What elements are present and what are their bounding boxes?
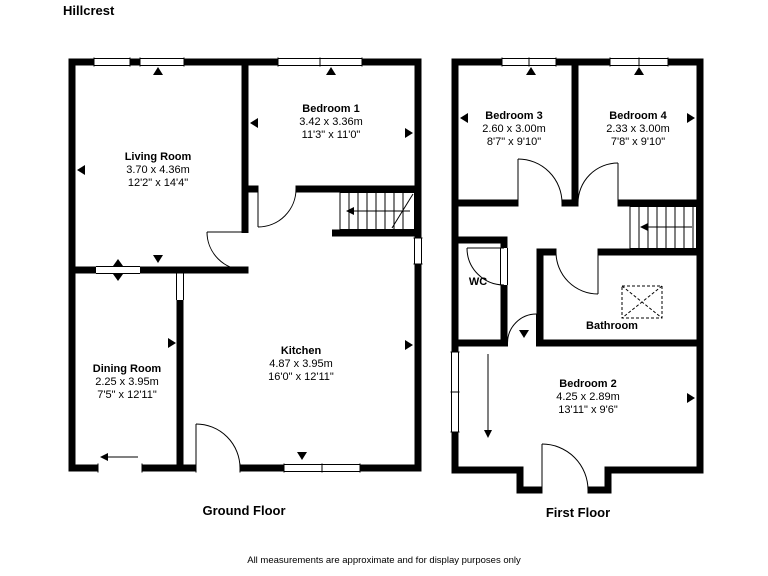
room-size-imperial: 7'8" x 9'10"	[610, 136, 666, 148]
room-size-metric: 3.70 x 4.36m	[126, 164, 190, 176]
measure-arrow-icon	[405, 340, 413, 350]
room-label-bedroom-3: Bedroom 3 2.60 x 3.00m 8'7" x 9'10"	[482, 110, 546, 149]
room-label-bedroom-2: Bedroom 2 4.25 x 2.89m 13'11" x 9'6"	[556, 378, 620, 417]
room-size-metric: 2.60 x 3.00m	[482, 123, 546, 135]
room-size-metric: 4.87 x 3.95m	[269, 358, 333, 370]
room-label-living-room: Living Room 3.70 x 4.36m 12'2" x 14'4"	[125, 151, 192, 190]
room-label-dining-room: Dining Room 2.25 x 3.95m 7'5" x 12'11"	[93, 363, 161, 402]
room-size-imperial: 16'0" x 12'11"	[268, 371, 334, 383]
room-name: Living Room	[124, 151, 192, 163]
room-label-bathroom: Bathroom	[586, 320, 638, 333]
room-size-metric: 2.33 x 3.00m	[606, 123, 670, 135]
stairs-direction-arrow-icon	[346, 207, 354, 215]
measure-arrow-icon	[326, 67, 336, 75]
room-size-imperial: 7'5" x 12'11"	[97, 389, 157, 401]
room-name: Bedroom 3	[485, 110, 543, 122]
measure-arrow-icon	[519, 330, 529, 338]
ground-floor-caption: Ground Floor	[202, 503, 286, 518]
measure-arrow-icon	[77, 165, 85, 175]
measure-arrow-icon	[153, 255, 163, 263]
ground-floor-plan	[68, 57, 423, 473]
room-name: Bedroom 2	[559, 378, 617, 390]
first-measure-arrows	[460, 67, 695, 403]
first-measure-line	[484, 354, 492, 438]
measure-arrow-icon	[297, 452, 307, 460]
room-label-wc: WC	[469, 276, 487, 289]
property-title: Hillcrest	[63, 3, 115, 18]
room-size-imperial: 11'3" x 11'0"	[301, 129, 361, 141]
first-floor-plan	[450, 57, 704, 494]
shower-tray	[621, 285, 663, 319]
measure-arrow-icon	[687, 113, 695, 123]
room-label-bedroom-4: Bedroom 4 2.33 x 3.00m 7'8" x 9'10"	[606, 110, 670, 149]
measure-arrow-icon	[526, 67, 536, 75]
stairs-direction-arrow-icon	[640, 223, 648, 231]
ground-stairs	[339, 192, 415, 230]
first-exterior-walls	[451, 58, 704, 494]
measure-arrow-icon	[250, 118, 258, 128]
room-name: Dining Room	[92, 363, 162, 375]
room-size-metric: 4.25 x 2.89m	[556, 391, 620, 403]
measure-arrow-icon	[484, 430, 492, 438]
ground-doors	[96, 185, 297, 473]
room-name: Kitchen	[280, 345, 322, 357]
room-label-bedroom-1: Bedroom 1 3.42 x 3.36m 11'3" x 11'0"	[299, 103, 363, 142]
measure-arrow-icon	[634, 67, 644, 75]
room-size-imperial: 13'11" x 9'6"	[558, 404, 618, 416]
measure-arrow-icon	[405, 128, 413, 138]
room-size-imperial: 12'2" x 14'4"	[127, 177, 189, 189]
room-size-metric: 3.42 x 3.36m	[299, 116, 363, 128]
room-name: WC	[468, 276, 488, 288]
door-direction-arrow-icon	[100, 453, 108, 461]
room-name: Bedroom 4	[609, 110, 667, 122]
ground-interior-walls	[68, 58, 422, 472]
room-size-metric: 2.25 x 3.95m	[95, 376, 159, 388]
room-size-imperial: 8'7" x 9'10"	[486, 136, 542, 148]
first-stairs	[629, 206, 697, 249]
measure-arrow-icon	[113, 259, 123, 266]
measure-arrow-icon	[153, 67, 163, 75]
ground-windows	[93, 57, 423, 473]
measure-arrow-icon	[460, 113, 468, 123]
ground-measure-arrows	[77, 67, 413, 460]
disclaimer: All measurements are approximate and for…	[247, 555, 521, 566]
room-label-kitchen: Kitchen 4.87 x 3.95m 16'0" x 12'11"	[268, 345, 334, 384]
first-doors	[466, 158, 619, 494]
measure-arrow-icon	[687, 393, 695, 403]
first-floor-caption: First Floor	[545, 505, 611, 520]
room-name: Bedroom 1	[302, 103, 360, 115]
first-windows	[450, 57, 669, 433]
measure-arrow-icon	[168, 338, 176, 348]
room-name: Bathroom	[586, 320, 638, 332]
measure-arrow-icon	[113, 274, 123, 281]
